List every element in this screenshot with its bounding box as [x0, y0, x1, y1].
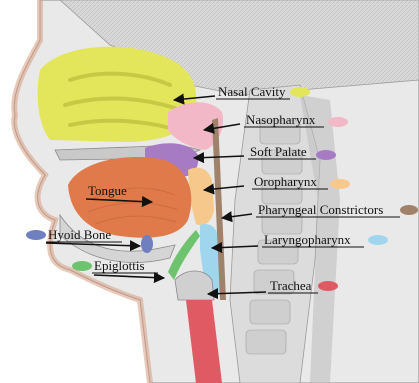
- swatch-nasal-cavity: [290, 87, 310, 97]
- label-trachea: Trachea: [270, 278, 312, 293]
- label-nasal-cavity: Nasal Cavity: [218, 84, 286, 99]
- label-pharyngeal-constrictors: Pharyngeal Constrictors: [258, 202, 383, 217]
- swatch-oropharynx: [330, 179, 350, 189]
- swatch-nasopharynx: [328, 117, 348, 127]
- label-oropharynx: Oropharynx: [254, 174, 317, 189]
- larynx-structure: [175, 271, 214, 300]
- label-hyoid-bone: Hyoid Bone: [48, 227, 111, 242]
- label-nasopharynx: Nasopharynx: [246, 112, 316, 127]
- swatch-epiglottis: [72, 261, 92, 271]
- swatch-trachea: [318, 281, 338, 291]
- label-tongue: Tongue: [88, 183, 127, 198]
- swatch-soft-palate: [316, 150, 336, 160]
- swatch-hyoid-bone: [26, 230, 46, 240]
- swatch-laryngopharynx: [368, 235, 388, 245]
- label-soft-palate: Soft Palate: [250, 144, 307, 159]
- label-epiglottis: Epiglottis: [94, 258, 145, 273]
- label-laryngopharynx: Laryngopharynx: [264, 232, 351, 247]
- swatch-pharyngeal-constrictors: [400, 205, 418, 215]
- hyoid-bone-region: [141, 235, 153, 253]
